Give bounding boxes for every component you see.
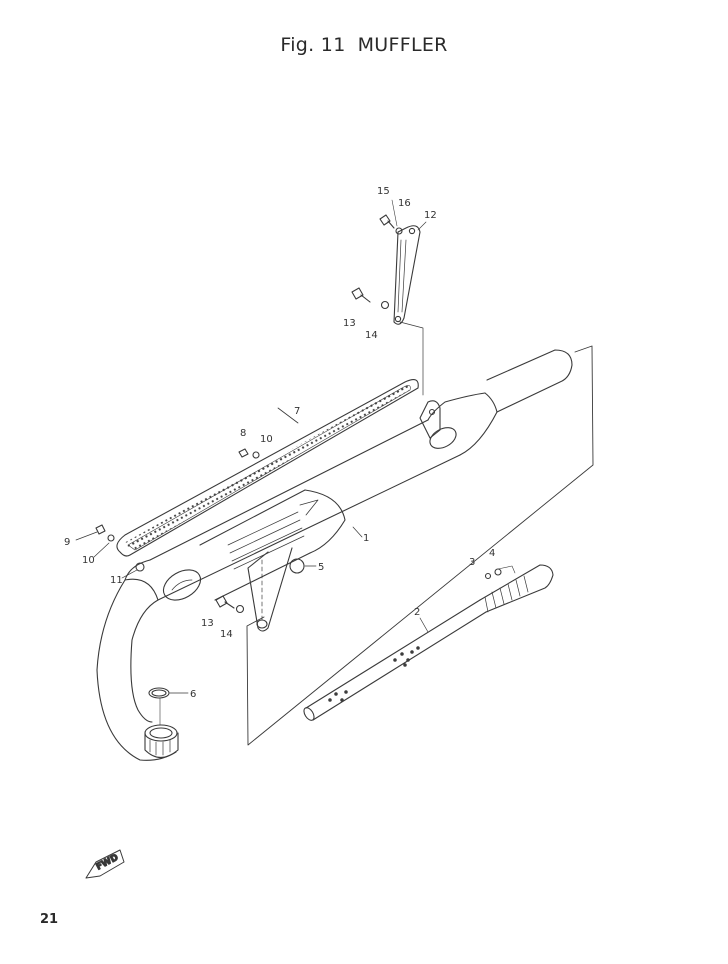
figure-name: MUFFLER [357,34,448,56]
callout-7: 7 [294,406,300,417]
fasteners [75,199,427,614]
callout-2: 2 [414,607,420,618]
callout-10a: 10 [260,434,273,445]
mounting-stay [351,214,424,396]
callout-4: 4 [489,548,495,559]
figure-number: Fig. 11 [280,34,346,56]
callout-12: 12 [424,210,437,221]
callout-8: 8 [240,428,246,439]
callout-1: 1 [363,533,369,544]
callout-5: 5 [318,562,324,573]
callout-9: 9 [64,537,70,548]
heat-guard [116,379,419,557]
forward-arrow-icon: FWD [85,849,125,879]
callout-11: 11 [110,575,123,586]
callout-14b: 14 [220,629,233,640]
figure-title: Fig. 11 MUFFLER [0,34,728,56]
page-number: 21 [40,912,59,927]
callout-3: 3 [469,557,475,568]
callout-15: 15 [377,186,390,197]
callouts: 1 2 3 4 5 6 7 8 9 10 10 11 12 13 13 14 1… [64,186,495,700]
callout-13b: 13 [201,618,214,629]
callout-6: 6 [190,689,196,700]
callout-14a: 14 [365,330,378,341]
callout-13a: 13 [343,318,356,329]
muffler-body [96,349,573,761]
baffle-tube [303,564,554,721]
baffle-assembly-outline [246,345,594,746]
callout-10b: 10 [82,555,95,566]
exhaust-nut [144,687,189,759]
callout-16: 16 [398,198,411,209]
